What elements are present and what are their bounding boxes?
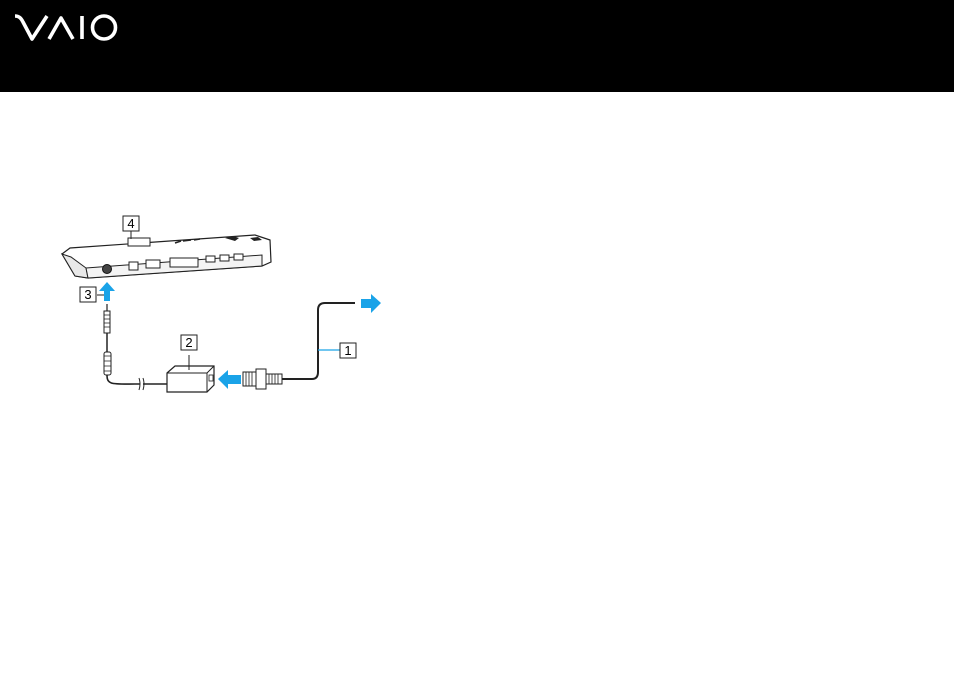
insert-arrow-left-icon <box>218 370 241 389</box>
callout-4-label: 4 <box>127 216 134 231</box>
callout-2: 2 <box>181 335 197 370</box>
callout-4: 4 <box>123 216 139 239</box>
insert-arrow-up-icon <box>99 282 115 301</box>
callout-2-label: 2 <box>185 335 192 350</box>
outlet-arrow-right-icon <box>361 294 381 313</box>
callout-3: 3 <box>80 287 104 302</box>
callout-1: 1 <box>318 343 356 358</box>
dc-in-plug <box>104 304 111 375</box>
power-cord <box>243 303 355 389</box>
docking-station <box>62 235 271 278</box>
ac-adapter <box>167 366 214 392</box>
dc-cable <box>107 375 167 384</box>
callout-1-label: 1 <box>344 343 351 358</box>
callout-3-label: 3 <box>84 287 91 302</box>
